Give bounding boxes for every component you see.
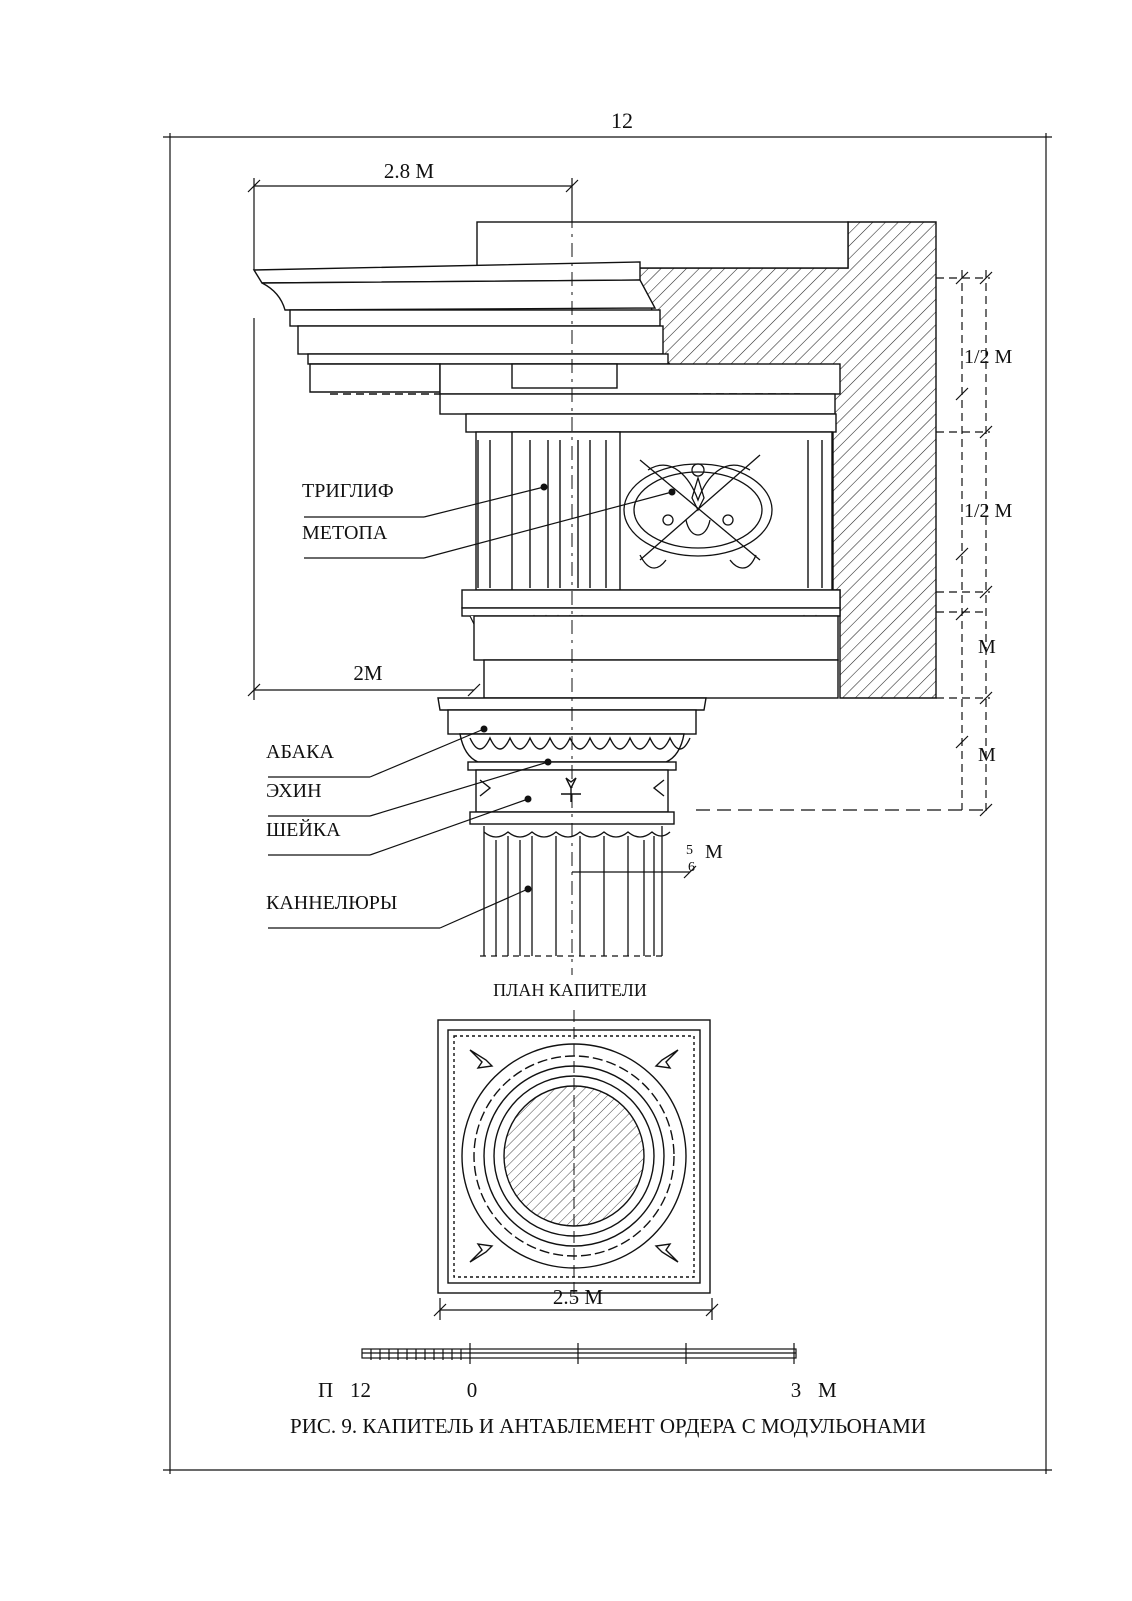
dimension-plan-width: 2.5 M — [553, 1285, 604, 1309]
dimension-shaft-numerator: 5 — [686, 843, 693, 858]
dimension-lines — [247, 178, 993, 929]
label-flutes: КАННЕЛЮРЫ — [266, 892, 397, 914]
dimension-shaft-unit: M — [705, 841, 723, 863]
dimension-shaft-denominator: 6 — [688, 860, 695, 875]
frieze — [461, 413, 841, 617]
label-neck: ШЕЙКА — [266, 818, 341, 841]
scale-right-value: 3 — [791, 1378, 802, 1402]
scale-prefix: П — [318, 1378, 333, 1402]
plate-frame — [163, 133, 1052, 1474]
scale-unit: М — [818, 1378, 837, 1402]
capital-plan — [437, 1010, 711, 1300]
label-triglyph: ТРИГЛИФ — [302, 480, 394, 502]
scale-bar — [361, 1343, 797, 1364]
metope-ornament — [623, 454, 773, 569]
cornice — [252, 221, 849, 415]
dimension-cornice-projection: 2M — [353, 661, 383, 685]
dimension-right-1: 1/2 M — [964, 346, 1013, 368]
label-abacus: АБАКА — [266, 741, 334, 763]
label-metope: МЕТОПА — [302, 522, 388, 544]
figure-caption: РИС. 9. КАПИТЕЛЬ И АНТАБЛЕМЕНТ ОРДЕРА С … — [290, 1414, 926, 1438]
dimension-top-width: 2.8 M — [384, 159, 435, 183]
plan-dimension-line — [433, 1298, 719, 1320]
plan-title: ПЛАН КАПИТЕЛИ — [493, 980, 647, 1000]
dimension-right-4: M — [978, 744, 996, 766]
label-echinus: ЭХИН — [266, 780, 322, 802]
scale-zero: 0 — [467, 1378, 478, 1402]
dimension-right-2: 1/2 M — [964, 500, 1013, 522]
leader-dots — [480, 483, 676, 893]
dimension-right-3: M — [978, 636, 996, 658]
column-shaft — [480, 826, 671, 957]
page-number: 12 — [611, 108, 633, 133]
architrave — [473, 615, 839, 699]
scale-left-value: 12 — [350, 1378, 371, 1402]
